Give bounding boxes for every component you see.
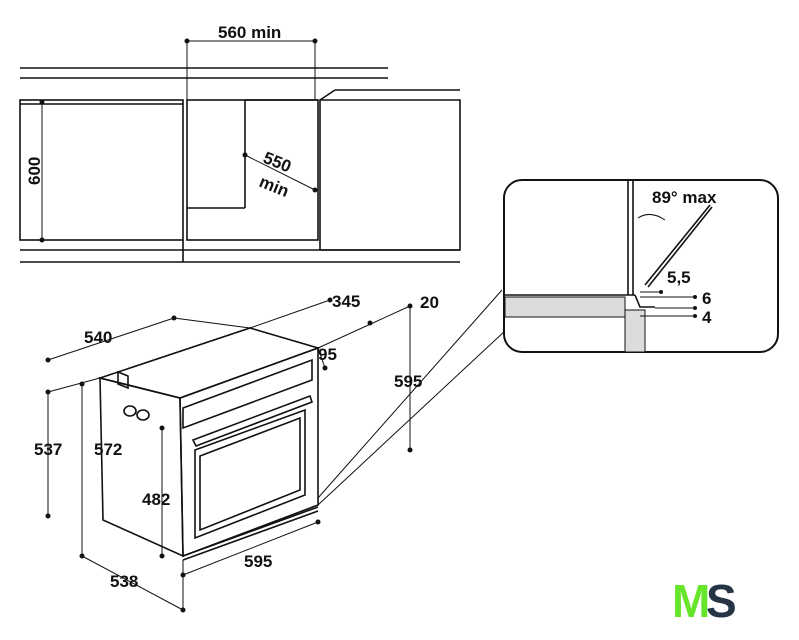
niche-height-label: 600 (25, 157, 44, 185)
oven-offset-label: 20 (420, 293, 439, 312)
oven-total-height-label: 595 (394, 372, 422, 391)
oven-front-width-label: 595 (244, 552, 272, 571)
niche-depth-min-label: min (257, 172, 292, 201)
logo-letter-m: M (672, 575, 710, 627)
cabinet-niche-drawing (19, 38, 461, 263)
oven-drawing (45, 289, 507, 613)
oven-door-height-label: 482 (142, 490, 170, 509)
niche-width-label: 560 min (218, 23, 281, 42)
oven-width-side-label: 540 (84, 328, 112, 347)
oven-depth-top-label: 345 (332, 292, 360, 311)
oven-depth-bottom-label: 538 (110, 572, 138, 591)
detail-dim-b-label: 4 (702, 308, 712, 327)
detail-gap-label: 5,5 (667, 268, 691, 287)
oven-side-height-label: 572 (94, 440, 122, 459)
logo-letter-s: S (706, 575, 737, 627)
detail-dim-a-label: 6 (702, 289, 711, 308)
oven-body-height-label: 537 (34, 440, 62, 459)
detail-angle-label: 89° max (652, 188, 717, 207)
ms-logo: M S (672, 575, 737, 627)
oven-front-gap-label: 95 (318, 345, 337, 364)
detail-inset (503, 179, 779, 353)
